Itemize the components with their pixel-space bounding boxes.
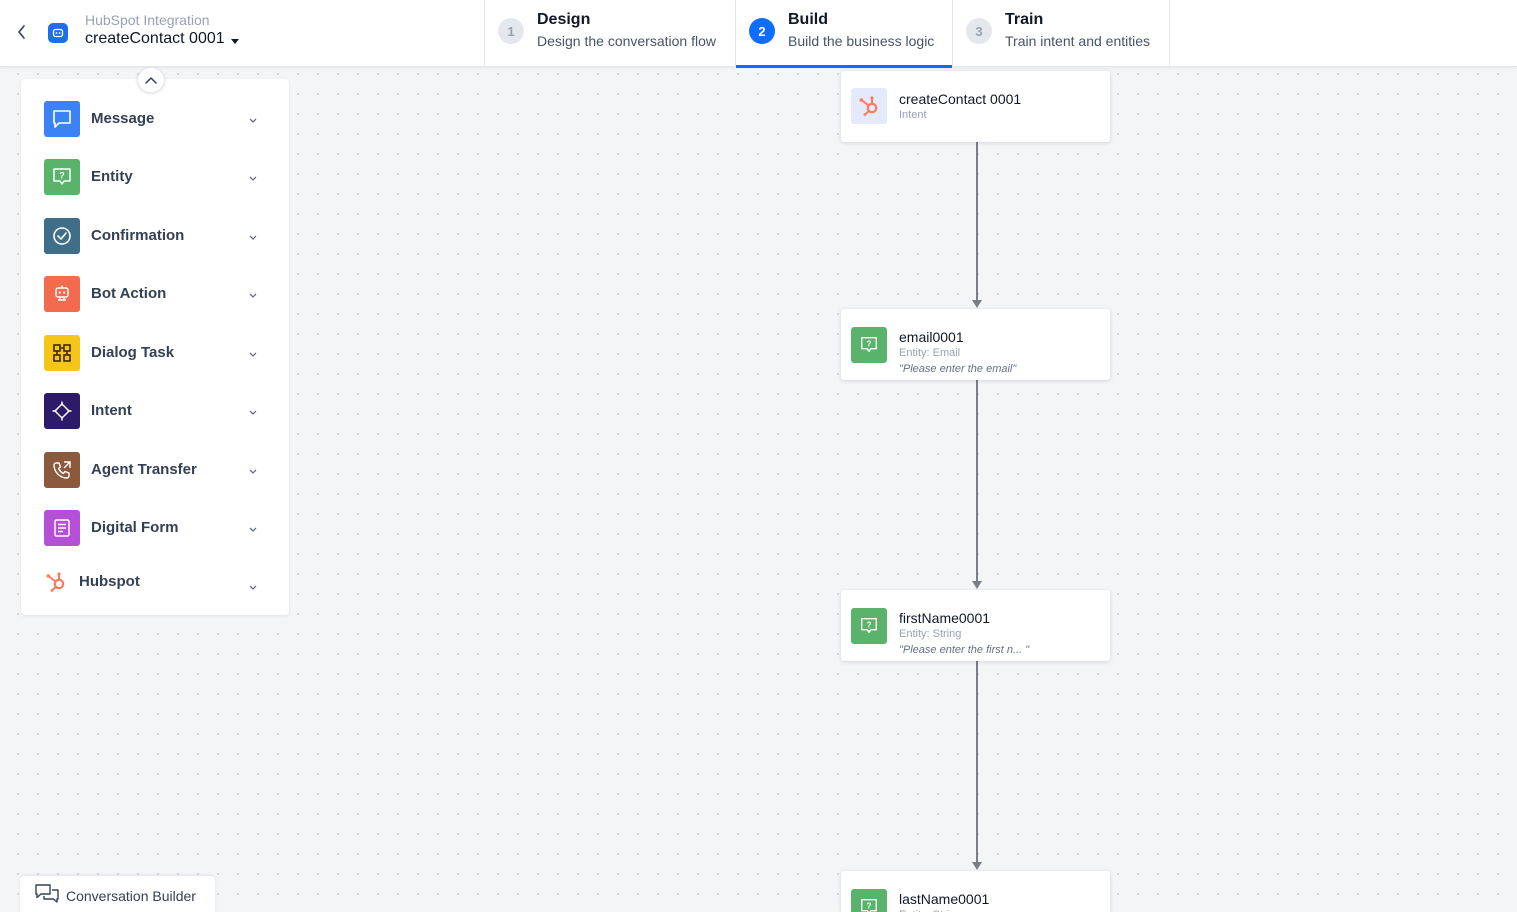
chevron-down-icon: [249, 235, 257, 240]
step-train[interactable]: 3 Train Train intent and entities: [952, 0, 1170, 67]
node-palette: Message ? Entity Confirmation Bot Action…: [21, 79, 289, 615]
hubspot-icon: [38, 564, 74, 600]
step-title: Train: [1005, 11, 1044, 28]
palette-item-hubspot[interactable]: Hubspot: [21, 564, 289, 604]
digital-form-icon: [44, 510, 80, 546]
message-icon: [44, 101, 80, 137]
flow-connector: [976, 142, 978, 302]
hubspot-icon: [851, 88, 887, 124]
back-button[interactable]: [10, 20, 34, 44]
top-header: HubSpot Integration createContact 0001 1…: [0, 0, 1517, 68]
node-type: Entity: Email: [899, 347, 961, 359]
palette-item-bot-action[interactable]: Bot Action: [21, 274, 289, 314]
bot-selector[interactable]: createContact 0001: [85, 30, 239, 48]
flow-node-intent[interactable]: createContact 0001 Intent: [841, 71, 1110, 142]
palette-item-label: Bot Action: [91, 285, 167, 302]
chevron-down-icon: [249, 469, 257, 474]
node-title: firstName0001: [899, 610, 991, 626]
node-prompt: "Please enter the email": [899, 363, 1017, 375]
flow-connector: [976, 380, 978, 583]
palette-item-label: Agent Transfer: [91, 461, 197, 478]
palette-item-label: Message: [91, 110, 155, 127]
palette-item-label: Entity: [91, 168, 133, 185]
palette-item-dialog-task[interactable]: Dialog Task: [21, 333, 289, 373]
node-type: Intent: [899, 109, 927, 121]
conversation-builder-button[interactable]: Conversation Builder: [20, 876, 215, 912]
palette-item-confirmation[interactable]: Confirmation: [21, 216, 289, 256]
arrow-down-icon: [972, 300, 982, 308]
app-name: HubSpot Integration: [85, 12, 210, 28]
node-type: Entity: String: [899, 628, 962, 640]
step-subtitle: Train intent and entities: [1005, 33, 1151, 49]
step-number: 3: [966, 18, 992, 44]
flow-node-entity[interactable]: ? lastName0001 Entity: String: [841, 871, 1110, 912]
bot-logo-icon: [48, 23, 68, 43]
node-title: email0001: [899, 329, 964, 345]
palette-item-intent[interactable]: Intent: [21, 391, 289, 431]
palette-item-label: Hubspot: [79, 573, 140, 590]
bot-action-icon: [44, 276, 80, 312]
arrow-down-icon: [972, 581, 982, 589]
step-subtitle: Build the business logic: [788, 33, 935, 49]
palette-item-label: Confirmation: [91, 227, 185, 244]
entity-icon: ?: [851, 889, 887, 912]
step-number: 1: [498, 18, 524, 44]
chevron-down-icon: [249, 352, 257, 357]
node-type: Entity: String: [899, 909, 961, 912]
chevron-down-icon: [249, 527, 257, 532]
svg-text:?: ?: [59, 171, 65, 181]
flow-node-entity[interactable]: ? email0001 Entity: Email "Please enter …: [841, 309, 1110, 380]
node-title: createContact 0001: [899, 91, 1022, 107]
palette-item-digital-form[interactable]: Digital Form: [21, 508, 289, 548]
step-build[interactable]: 2 Build Build the business logic: [735, 0, 952, 68]
agent-transfer-icon: [44, 452, 80, 488]
step-number: 2: [749, 18, 775, 44]
intent-icon: [44, 393, 80, 429]
chevron-down-icon: [249, 293, 257, 298]
step-title: Build: [788, 11, 828, 28]
flow-connector: [976, 661, 978, 864]
step-title: Design: [537, 11, 591, 28]
node-prompt: "Please enter the first n... ": [899, 644, 1030, 656]
svg-text:?: ?: [867, 620, 872, 629]
confirmation-icon: [44, 218, 80, 254]
entity-icon: ?: [44, 159, 80, 195]
bot-title: createContact 0001: [85, 30, 225, 47]
node-title: lastName0001: [899, 891, 990, 907]
svg-text:?: ?: [867, 901, 872, 910]
caret-down-icon: [230, 39, 239, 44]
chevron-down-icon: [249, 585, 257, 590]
flow-node-entity[interactable]: ? firstName0001 Entity: String "Please e…: [841, 590, 1110, 661]
palette-item-label: Digital Form: [91, 519, 179, 536]
entity-icon: ?: [851, 327, 887, 363]
conversation-builder-label: Conversation Builder: [66, 888, 196, 904]
chevron-down-icon: [249, 410, 257, 415]
chevron-left-icon: [18, 25, 25, 39]
chevron-down-icon: [249, 176, 257, 181]
chevron-up-icon: [145, 77, 157, 84]
palette-item-entity[interactable]: ? Entity: [21, 157, 289, 197]
arrow-down-icon: [972, 862, 982, 870]
entity-icon: ?: [851, 608, 887, 644]
step-design[interactable]: 1 Design Design the conversation flow: [484, 0, 735, 67]
svg-text:?: ?: [867, 339, 872, 348]
palette-item-label: Intent: [91, 402, 132, 419]
palette-item-agent-transfer[interactable]: Agent Transfer: [21, 450, 289, 490]
chat-bubbles-icon: [35, 884, 59, 903]
step-subtitle: Design the conversation flow: [537, 33, 716, 49]
collapse-panel-button[interactable]: [137, 67, 165, 93]
palette-item-label: Dialog Task: [91, 344, 175, 361]
palette-item-message[interactable]: Message: [21, 99, 289, 139]
chevron-down-icon: [249, 118, 257, 123]
dialog-task-icon: [44, 335, 80, 371]
